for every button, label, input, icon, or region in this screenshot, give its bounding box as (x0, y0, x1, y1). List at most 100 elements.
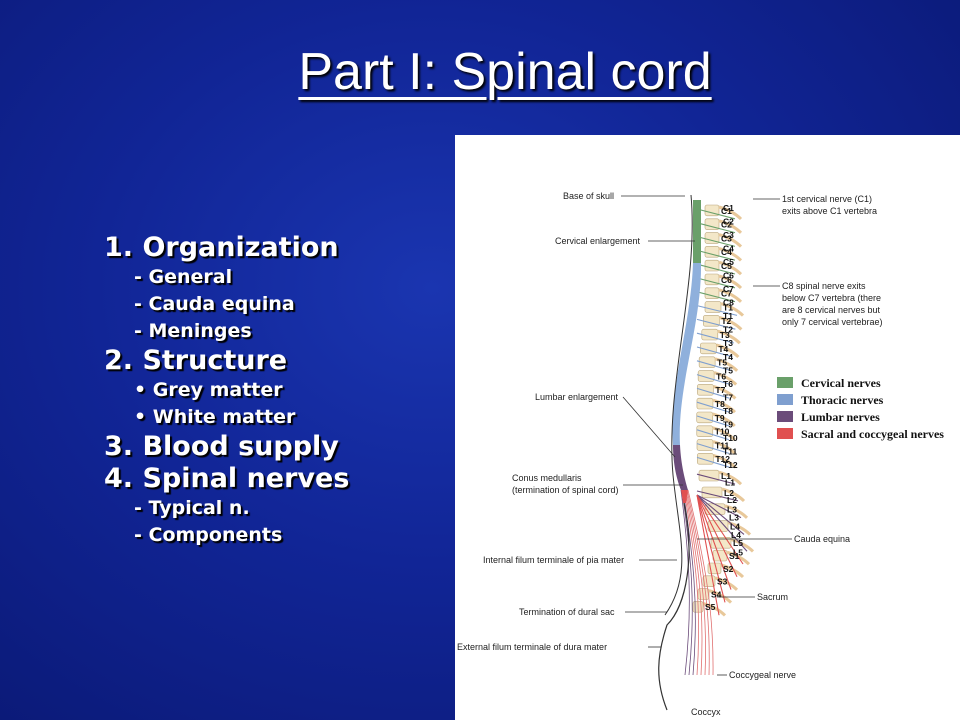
vertebra-label: S2 (723, 564, 734, 574)
outline-item-organization: 1. Organization (104, 232, 339, 263)
vertebral-process (714, 576, 739, 591)
vertebral-process (718, 233, 743, 248)
legend-label-sacral: Sacral and coccygeal nerves (801, 427, 944, 441)
vertebra-label: S5 (705, 602, 716, 612)
vertebral-process (702, 601, 727, 617)
vertebral-process (718, 219, 743, 234)
nerve-root (696, 494, 726, 603)
outline-subitem-grey-matter: • Grey matter (134, 379, 283, 401)
vertebra-label: T11 (715, 440, 729, 450)
vertebral-process (714, 357, 739, 372)
nerve-root (696, 456, 730, 468)
nerve-label: T5 (723, 365, 733, 375)
vertebra-label: L4 (730, 521, 740, 531)
vertebra-label: C4 (721, 247, 732, 257)
vertebra-label: L5 (733, 538, 743, 548)
cauda-equina-strand (684, 489, 703, 676)
vertebra-label: S4 (711, 589, 722, 599)
nerve-root (696, 387, 730, 399)
vertebra (710, 537, 732, 549)
vertebral-process (712, 426, 736, 441)
vertebral-process (712, 440, 737, 455)
label-coccyx: Coccyx (691, 707, 721, 717)
nerve-label: L3 (729, 513, 739, 523)
vertebra-label: S1 (729, 551, 740, 561)
label-base-of-skull: Base of skull (563, 191, 614, 201)
vertebral-process (720, 302, 745, 317)
nerve-root (696, 494, 748, 552)
spinal-cord-cervical (693, 200, 701, 263)
outline-item-structure: 2. Structure (104, 345, 288, 376)
nerve-root (696, 494, 745, 535)
vertebral-process (721, 487, 746, 503)
vertebra (704, 259, 720, 272)
legend-swatch-cervical (777, 377, 793, 388)
label-c8-note-2: below C7 vertebra (there (782, 293, 881, 303)
vertebral-process (718, 288, 743, 303)
vertebra-label: L2 (724, 488, 734, 498)
nerve-root (696, 494, 732, 590)
outline-subitem-general: - General (134, 266, 233, 288)
label-conus-medullaris-note: (termination of spinal cord) (512, 485, 619, 495)
leader-lines (621, 195, 792, 676)
label-c8-note-3: are 8 cervical nerves but (782, 305, 881, 315)
vertebra (696, 397, 714, 410)
cauda-equina-strand (685, 489, 706, 676)
nerve-label: C4 (723, 244, 734, 254)
nerve-root (696, 263, 736, 275)
spinal-cord-lumbar (673, 445, 688, 490)
label-c1-note-2: exits above C1 vertebra (782, 206, 877, 216)
legend-label-cervical: Cervical nerves (801, 376, 881, 390)
vertebra (696, 425, 714, 437)
nerve-root (696, 208, 736, 220)
outline-subitem-cauda-equina: - Cauda equina (134, 293, 295, 315)
nerve-root (696, 305, 738, 316)
vertebra (704, 232, 720, 244)
spinal-cord-svg: Base of skull Cervical enlargement Lumba… (457, 191, 944, 717)
vertebra-label: C6 (721, 275, 732, 285)
nerve-label: T2 (723, 325, 733, 335)
nerve-root (696, 332, 734, 344)
label-c8-note-4: only 7 cervical vertebrae) (782, 317, 883, 327)
spinal-cord-diagram: Base of skull Cervical enlargement Lumba… (455, 135, 960, 720)
vertebral-process (718, 274, 743, 290)
nerve-legend: Cervical nerves Thoracic nerves Lumbar n… (777, 376, 944, 441)
vertebra-label: C1 (721, 206, 732, 216)
label-sacrum: Sacrum (757, 592, 788, 602)
nerve-root (696, 291, 736, 303)
label-c8-note: C8 spinal nerve exits (782, 281, 866, 291)
vertebra-label: T12 (715, 454, 730, 464)
label-dural-sac: Termination of dural sac (519, 607, 615, 617)
nerve-root (696, 443, 730, 454)
vertebra-label: T10 (715, 427, 730, 437)
nerve-root (696, 222, 736, 234)
nerve-root (696, 494, 744, 565)
vertebral-process (715, 343, 740, 359)
outline-subitem-white-matter: • White matter (134, 406, 296, 428)
nerve-label: T7 (723, 392, 733, 402)
nerve-label: T11 (723, 446, 737, 456)
vertebra (704, 204, 720, 217)
label-internal-filum: Internal filum terminale of pia mater (483, 555, 624, 565)
nerve-label: C7 (723, 284, 734, 294)
label-coccygeal-nerve: Coccygeal nerve (729, 670, 796, 680)
legend-label-lumbar: Lumbar nerves (801, 410, 880, 424)
nerve-root (696, 490, 739, 502)
vertebra-label: C2 (721, 220, 732, 230)
topic-outline: 1. Organization - General - Cauda equina… (104, 232, 349, 549)
vertebral-process (724, 504, 749, 519)
nerve-root (696, 318, 736, 330)
slide-title: Part I: Spinal cord (298, 43, 712, 101)
nerve-label: C5 (723, 257, 734, 267)
nerve-label: L1 (725, 477, 735, 487)
vertebra-label: T3 (720, 330, 730, 340)
vertebra-label: C7 (721, 289, 732, 299)
vertebral-process (718, 246, 743, 262)
outline-subitem-components: - Components (134, 524, 283, 546)
outline-item-spinal-nerves: 4. Spinal nerves (104, 463, 350, 494)
nerve-label: C3 (723, 230, 734, 240)
nerve-label: T12 (723, 460, 738, 470)
nerve-root (696, 249, 736, 261)
nerve-label: T10 (723, 433, 738, 443)
vertebra (696, 439, 714, 451)
